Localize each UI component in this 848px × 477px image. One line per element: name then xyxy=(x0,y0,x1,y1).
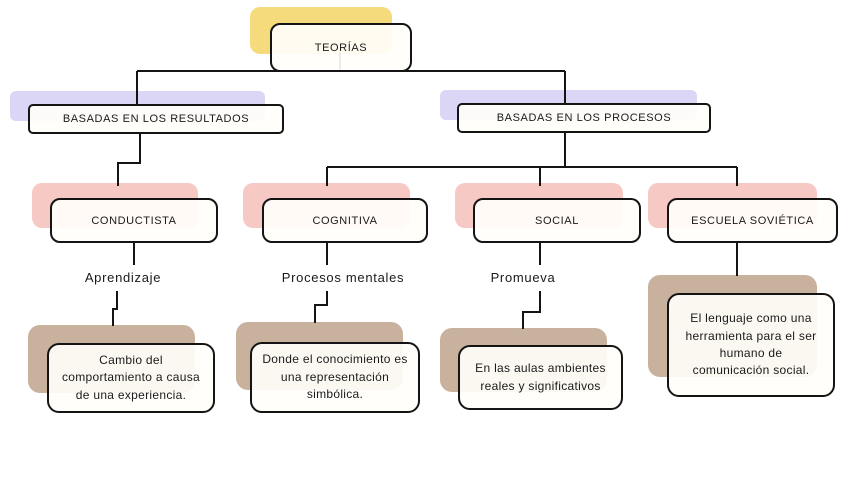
detail-cognitiva-text: Donde el conocimiento es una representac… xyxy=(262,352,408,402)
detail-node-cognitiva: Donde el conocimiento es una representac… xyxy=(250,342,420,413)
root-label: TEORÍAS xyxy=(314,41,368,54)
theory-node-social: SOCIAL xyxy=(473,198,641,243)
branch-resultados-label: BASADAS EN LOS RESULTADOS xyxy=(62,113,250,125)
theory-social-label: SOCIAL xyxy=(535,214,579,227)
theory-sovietica-label: ESCUELA SOVIÉTICA xyxy=(691,214,814,227)
theory-node-conductista: CONDUCTISTA xyxy=(50,198,218,243)
branch-node-procesos: BASADAS EN LOS PROCESOS xyxy=(457,103,711,133)
detail-node-sovietica: El lenguaje como una herramienta para el… xyxy=(667,293,835,397)
keyword-procesos-mentales: Procesos mentales xyxy=(281,270,405,285)
branch-node-resultados: BASADAS EN LOS RESULTADOS xyxy=(28,104,284,134)
detail-node-conductista: Cambio del comportamiento a causa de una… xyxy=(47,343,215,413)
detail-node-social: En las aulas ambientes reales y signific… xyxy=(458,345,623,410)
detail-social-text: En las aulas ambientes reales y signific… xyxy=(475,361,606,393)
branch-procesos-label: BASADAS EN LOS PROCESOS xyxy=(496,112,672,124)
keyword-promueva: Promueva xyxy=(490,270,556,285)
theory-node-cognitiva: COGNITIVA xyxy=(262,198,428,243)
keyword-aprendizaje: Aprendizaje xyxy=(84,270,162,285)
detail-sovietica-text: El lenguaje como una herramienta para el… xyxy=(685,311,817,378)
theory-cognitiva-label: COGNITIVA xyxy=(312,214,378,227)
root-node-teorias: TEORÍAS xyxy=(270,23,412,72)
theory-node-sovietica: ESCUELA SOVIÉTICA xyxy=(667,198,838,243)
theory-conductista-label: CONDUCTISTA xyxy=(91,214,177,227)
detail-conductista-text: Cambio del comportamiento a causa de una… xyxy=(61,352,200,402)
